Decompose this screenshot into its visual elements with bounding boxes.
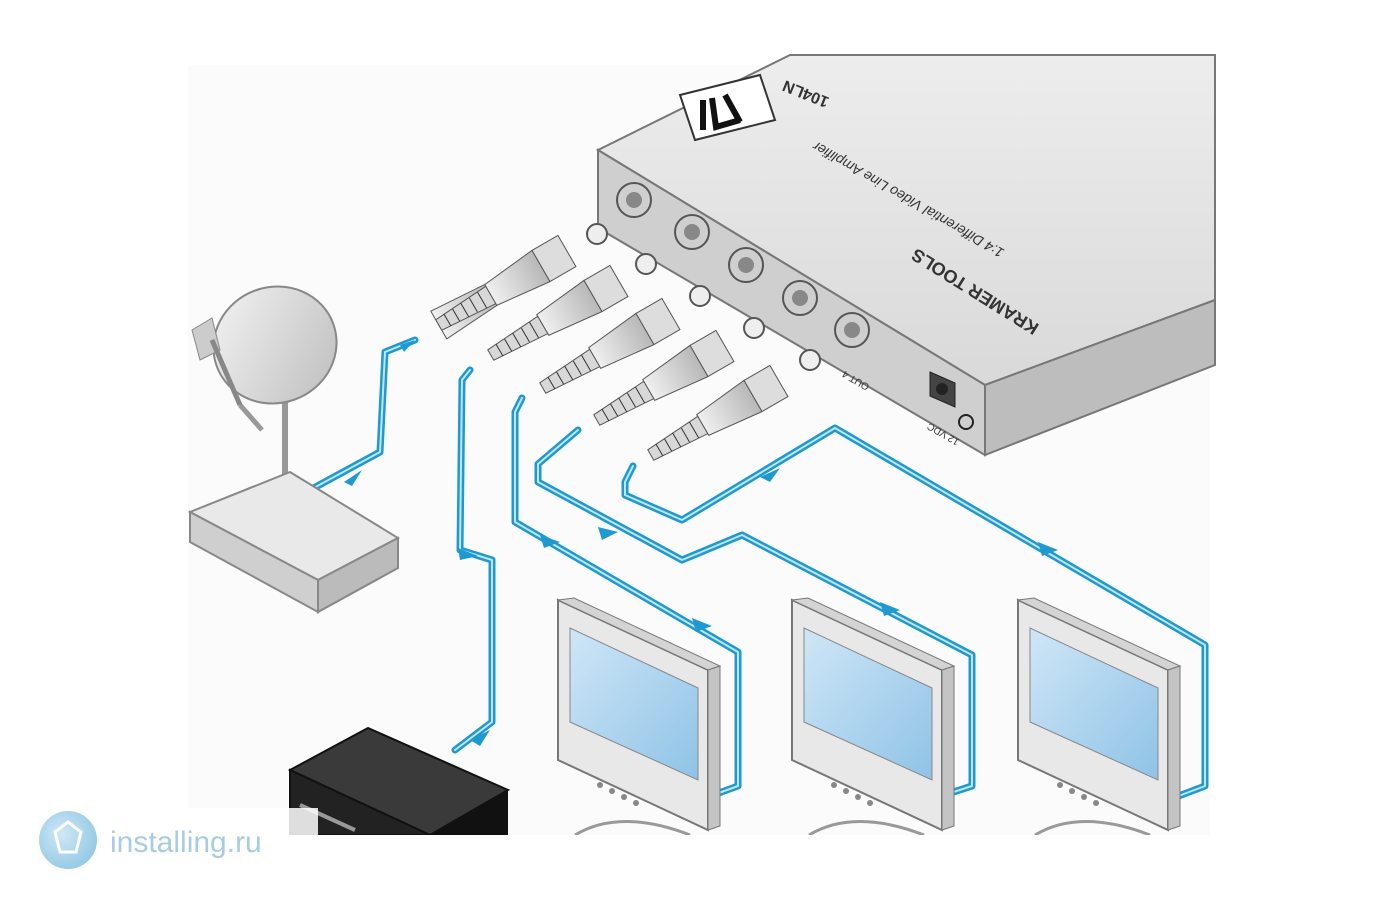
power-socket	[929, 371, 974, 430]
monitor	[556, 597, 722, 837]
rca-socket	[586, 223, 821, 371]
satellite-dish	[191, 285, 338, 492]
line-amplifier-device: 104LN 1:4 Differential Video Line Amplif…	[586, 54, 1216, 457]
video-recorder	[287, 726, 511, 837]
bnc-socket	[616, 182, 870, 348]
monitor	[1016, 597, 1182, 837]
monitor	[790, 597, 956, 837]
watermark: installing.ru	[22, 808, 318, 876]
bnc-plug	[430, 234, 789, 461]
kramer-logo	[678, 73, 777, 142]
cables	[306, 336, 1209, 804]
signal-arrow	[344, 340, 1058, 746]
watermark-text: installing.ru	[110, 826, 262, 859]
watermark-logo-icon	[39, 811, 97, 869]
satellite-receiver	[187, 470, 401, 614]
